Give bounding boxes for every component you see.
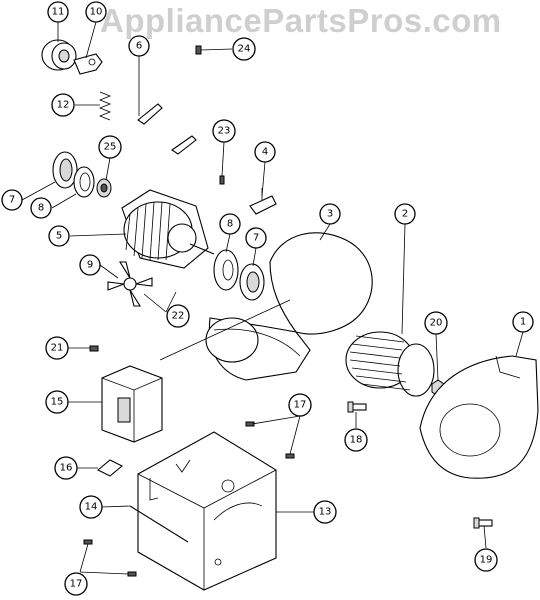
part-4-bracket[interactable]	[249, 188, 277, 215]
part-24-screw[interactable]	[195, 45, 202, 55]
callout-label: 8	[38, 203, 44, 214]
callout-label: 13	[319, 507, 332, 518]
part-7-seal-left[interactable]	[52, 151, 78, 189]
callout-label: 23	[218, 126, 231, 137]
part-13-mounting-bracket[interactable]	[137, 431, 277, 591]
callout-8-right[interactable]: 8	[219, 213, 241, 235]
callout-17-left[interactable]: 17	[64, 572, 88, 596]
callout-6[interactable]: 6	[128, 35, 150, 57]
callout-label: 25	[104, 142, 117, 153]
part-12-spring[interactable]	[98, 91, 112, 121]
callout-14[interactable]: 14	[79, 495, 103, 519]
part-18-bolt[interactable]	[347, 401, 367, 413]
callout-label: 5	[56, 231, 62, 242]
callout-label: 12	[57, 100, 70, 111]
callout-21[interactable]: 21	[45, 336, 69, 360]
callout-label: 16	[60, 463, 73, 474]
callout-22[interactable]: 22	[166, 304, 190, 328]
callout-25[interactable]: 25	[98, 135, 122, 159]
callout-label: 7	[253, 233, 259, 244]
callout-20[interactable]: 20	[424, 311, 448, 335]
callout-13[interactable]: 13	[313, 500, 337, 524]
part-1-housing-front[interactable]	[419, 355, 539, 479]
part-14-rod[interactable]	[129, 505, 189, 543]
part-6-clips[interactable]	[137, 103, 197, 155]
part-11-pulley[interactable]	[41, 39, 77, 71]
part-5-motor[interactable]	[121, 189, 215, 269]
callout-3[interactable]: 3	[319, 203, 341, 225]
callout-11[interactable]: 11	[47, 1, 69, 23]
part-3-housing-back[interactable]	[205, 232, 373, 381]
callout-24[interactable]: 24	[232, 37, 256, 61]
callout-12[interactable]: 12	[51, 93, 75, 117]
part-10-bracket[interactable]	[73, 53, 103, 75]
part-25-bearing[interactable]	[96, 178, 112, 198]
callout-7-right[interactable]: 7	[245, 227, 267, 249]
part-16-pad[interactable]	[97, 459, 123, 477]
callout-5[interactable]: 5	[48, 225, 70, 247]
callout-16[interactable]: 16	[54, 456, 78, 480]
callout-label: 4	[262, 147, 268, 158]
part-23-screw[interactable]	[219, 175, 225, 185]
part-7-seal-right[interactable]	[239, 263, 265, 301]
leader-lines	[21, 21, 524, 575]
part-17-screws[interactable]	[83, 421, 295, 577]
callout-label: 11	[52, 7, 65, 18]
callout-7-left[interactable]: 7	[1, 189, 23, 211]
callout-15[interactable]: 15	[45, 390, 69, 414]
part-19-bolt[interactable]	[473, 517, 493, 529]
part-8-washer-right[interactable]	[213, 249, 239, 291]
callout-17-right[interactable]: 17	[288, 393, 312, 417]
callout-label: 18	[350, 435, 363, 446]
watermark-logo: AppliancePartsPros.com	[100, 2, 502, 39]
callout-label: 17	[70, 579, 83, 590]
callout-label: 3	[327, 209, 333, 220]
part-21-screw[interactable]	[89, 345, 99, 352]
callout-label: 6	[136, 41, 142, 52]
callout-label: 24	[238, 44, 251, 55]
callout-label: 20	[430, 318, 443, 329]
callout-2[interactable]: 2	[394, 203, 416, 225]
part-9-fan-blade[interactable]	[107, 261, 153, 307]
callout-label: 1	[520, 317, 526, 328]
callout-label: 7	[9, 195, 15, 206]
part-8-washer-left[interactable]	[73, 166, 95, 198]
callout-8-left[interactable]: 8	[30, 197, 52, 219]
callout-label: 17	[294, 400, 307, 411]
part-15-capacitor[interactable]	[101, 365, 163, 443]
callout-19[interactable]: 19	[474, 548, 498, 572]
callout-label: 2	[402, 209, 408, 220]
callout-9[interactable]: 9	[79, 254, 101, 276]
callout-1[interactable]: 1	[512, 311, 534, 333]
callout-label: 10	[90, 7, 103, 18]
callout-label: 19	[480, 555, 493, 566]
callout-label: 9	[87, 260, 93, 271]
callout-23[interactable]: 23	[212, 119, 236, 143]
callout-10[interactable]: 10	[85, 1, 107, 23]
part-2-blower-wheel[interactable]	[345, 331, 435, 397]
callout-4[interactable]: 4	[254, 141, 276, 163]
callout-label: 8	[227, 219, 233, 230]
callout-label: 14	[85, 502, 98, 513]
callout-label: 22	[172, 311, 185, 322]
callout-18[interactable]: 18	[344, 428, 368, 452]
callout-label: 15	[51, 397, 64, 408]
callout-label: 21	[51, 343, 64, 354]
